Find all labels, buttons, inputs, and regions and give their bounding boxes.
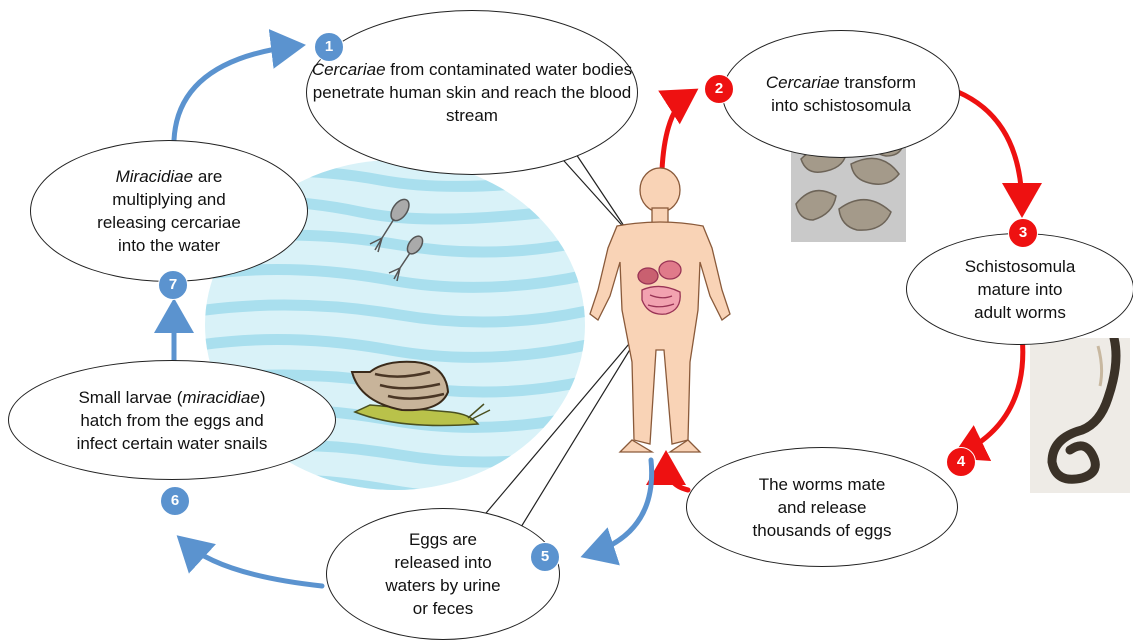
step-5-badge: 5 — [530, 542, 560, 572]
step-7-text: Miracidiae are multiplying and releasing… — [83, 165, 255, 257]
step-6-description-start: Small larvae ( — [78, 388, 182, 407]
human-figure-illustration — [590, 168, 730, 452]
step-7-emphasis: Miracidiae — [116, 167, 193, 186]
step-6-emphasis: miracidiae — [182, 388, 259, 407]
step-3-badge: 3 — [1008, 218, 1038, 248]
step-7-badge: 7 — [158, 270, 188, 300]
step-1-text: Cercariae from contaminated water bodies… — [307, 58, 637, 127]
step-6-text: Small larvae (miracidiae) hatch from the… — [67, 386, 277, 455]
step-5-text: Eggs are released into waters by urine o… — [377, 528, 509, 620]
step-1-badge: 1 — [314, 32, 344, 62]
step-7-text-bubble: Miracidiae are multiplying and releasing… — [30, 140, 308, 282]
step-6-badge: 6 — [160, 486, 190, 516]
step-5-text-bubble: Eggs are released into waters by urine o… — [326, 508, 560, 640]
step-4-badge: 4 — [946, 447, 976, 477]
adult-worm-photo-art — [1030, 338, 1130, 493]
step-1-emphasis: Cercariae — [312, 60, 386, 79]
step-2-badge: 2 — [704, 74, 734, 104]
step-3-text-bubble: Schistosomula mature into adult worms — [906, 233, 1133, 345]
step-6-text-bubble: Small larvae (miracidiae) hatch from the… — [8, 360, 336, 480]
step-2-text: Cercariae transform into schistosomula — [763, 71, 919, 117]
step-4-text: The worms mate and release thousands of … — [747, 473, 897, 542]
step-2-emphasis: Cercariae — [766, 73, 840, 92]
step-4-text-bubble: The worms mate and release thousands of … — [686, 447, 958, 567]
step-3-text: Schistosomula mature into adult worms — [959, 255, 1081, 324]
step-2-text-bubble: Cercariae transform into schistosomula — [722, 30, 960, 158]
adult-worm-photo — [1030, 338, 1130, 493]
step-1-text-bubble: Cercariae from contaminated water bodies… — [306, 10, 638, 175]
